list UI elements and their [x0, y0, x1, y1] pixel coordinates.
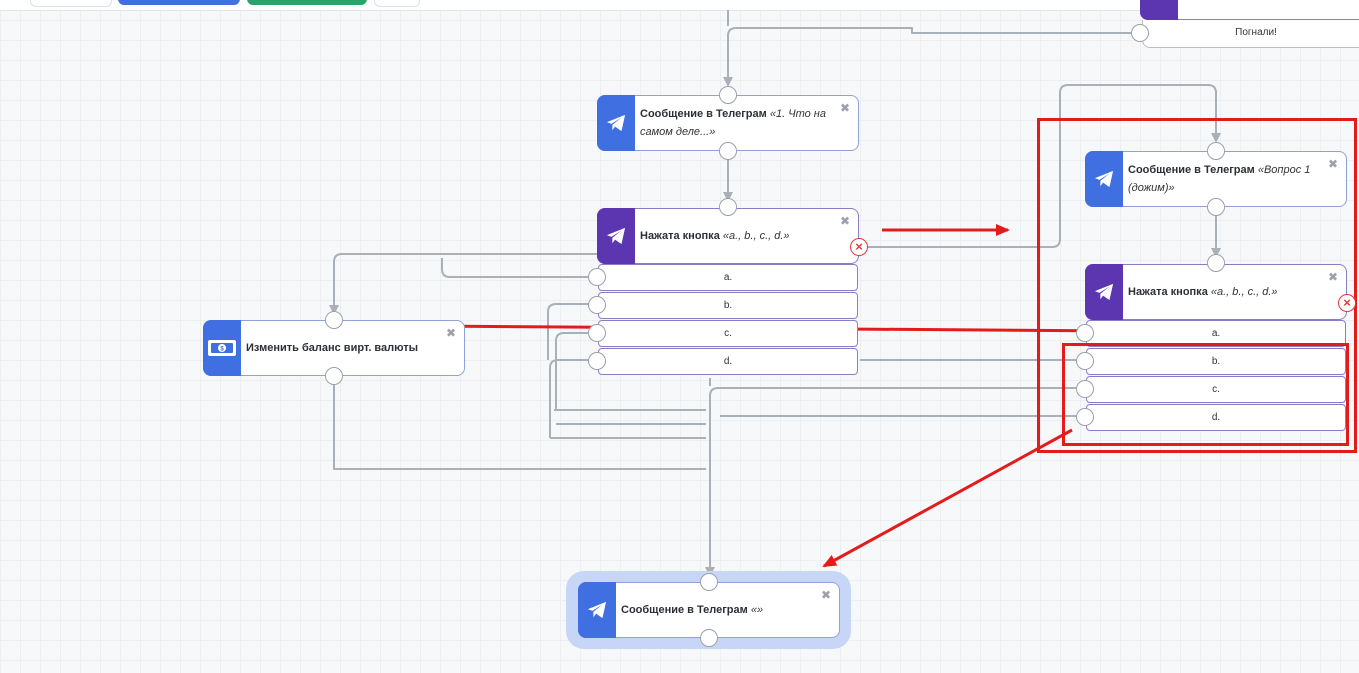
- port-in[interactable]: [1207, 142, 1225, 160]
- annotation-box-options: [1062, 343, 1349, 446]
- node-strip: $: [203, 320, 241, 376]
- close-icon[interactable]: ✖: [820, 588, 831, 602]
- option-right-a[interactable]: a.: [1086, 320, 1346, 347]
- node-change-balance[interactable]: $ Изменить баланс вирт. валюты ✖: [203, 320, 465, 376]
- option-center-d[interactable]: d.: [598, 348, 858, 375]
- annotation-box-right-group: [1037, 118, 1357, 453]
- telegram-plane-icon: [606, 114, 626, 132]
- port-out[interactable]: [588, 324, 606, 342]
- toolbar-button-2[interactable]: [118, 0, 240, 5]
- telegram-plane-icon: [1094, 170, 1114, 188]
- node-button-pressed-center[interactable]: Нажата кнопка «a., b., c., d.» ✖: [597, 208, 859, 264]
- toolbar-button-4[interactable]: [374, 0, 420, 7]
- error-port-icon[interactable]: ×: [1338, 294, 1356, 312]
- option-pognali[interactable]: Погнали!: [1142, 20, 1359, 48]
- error-port-icon[interactable]: ×: [850, 238, 868, 256]
- wire: [705, 387, 1084, 577]
- node-strip: [597, 95, 635, 151]
- node-telegram-message-right[interactable]: Сообщение в Телеграм «Вопрос 1 (дожим)» …: [1085, 151, 1347, 207]
- port-in[interactable]: [719, 198, 737, 216]
- wire: [441, 258, 596, 278]
- close-icon[interactable]: ✖: [839, 214, 850, 228]
- close-icon[interactable]: ✖: [445, 326, 456, 340]
- node-strip: [1085, 264, 1123, 320]
- telegram-plane-icon: [587, 601, 607, 619]
- port-out[interactable]: [1207, 198, 1225, 216]
- option-right-c[interactable]: c.: [1086, 376, 1346, 403]
- toolbar-button-1[interactable]: [30, 0, 112, 7]
- node-title: Сообщение в Телеграм «»: [621, 604, 764, 616]
- node-strip: [1140, 0, 1178, 20]
- close-icon[interactable]: ✖: [839, 101, 850, 115]
- node-strip: [597, 208, 635, 264]
- option-center-a[interactable]: a.: [598, 264, 858, 291]
- node-title: Нажата кнопка «a., b., c., d.»: [640, 230, 790, 242]
- port-in[interactable]: [719, 86, 737, 104]
- port-out[interactable]: [1076, 380, 1094, 398]
- port-out[interactable]: [719, 142, 737, 160]
- annotation-arrow: [822, 428, 1073, 568]
- port-in[interactable]: [1207, 254, 1225, 272]
- option-center-b[interactable]: b.: [598, 292, 858, 319]
- toolbar-button-3[interactable]: [247, 0, 367, 5]
- port-out[interactable]: [325, 367, 343, 385]
- close-icon[interactable]: ✖: [1327, 270, 1338, 284]
- telegram-plane-icon: [606, 227, 626, 245]
- node-strip: [578, 582, 616, 638]
- port-out[interactable]: [1076, 324, 1094, 342]
- top-toolbar: [0, 0, 1359, 11]
- port-out[interactable]: [1076, 352, 1094, 370]
- option-right-d[interactable]: d.: [1086, 404, 1346, 431]
- node-title: Изменить баланс вирт. валюты: [246, 342, 419, 354]
- top-right-node[interactable]: [1140, 0, 1359, 20]
- wire: [333, 384, 706, 470]
- wire: [549, 359, 596, 438]
- wire: [723, 27, 1141, 87]
- port-in[interactable]: [700, 573, 718, 591]
- port-out[interactable]: [1076, 408, 1094, 426]
- node-title: Нажата кнопка «a., b., c., d.»: [1128, 286, 1278, 298]
- wire: [329, 253, 598, 315]
- wire: [555, 332, 596, 410]
- option-center-c[interactable]: c.: [598, 320, 858, 347]
- telegram-plane-icon: [1094, 283, 1114, 301]
- node-title: Сообщение в Телеграм «1. Что на самом де…: [640, 108, 826, 138]
- close-icon[interactable]: ✖: [1327, 157, 1338, 171]
- node-strip: [1085, 151, 1123, 207]
- option-right-b[interactable]: b.: [1086, 348, 1346, 375]
- port-in[interactable]: [1131, 24, 1149, 42]
- port-in[interactable]: [325, 311, 343, 329]
- port-out[interactable]: [588, 296, 606, 314]
- port-out[interactable]: [588, 352, 606, 370]
- port-out[interactable]: [588, 268, 606, 286]
- port-out[interactable]: [700, 629, 718, 647]
- node-title: Сообщение в Телеграм «Вопрос 1 (дожим)»: [1128, 164, 1311, 194]
- svg-text:$: $: [220, 347, 224, 353]
- money-bill-icon: $: [208, 340, 236, 356]
